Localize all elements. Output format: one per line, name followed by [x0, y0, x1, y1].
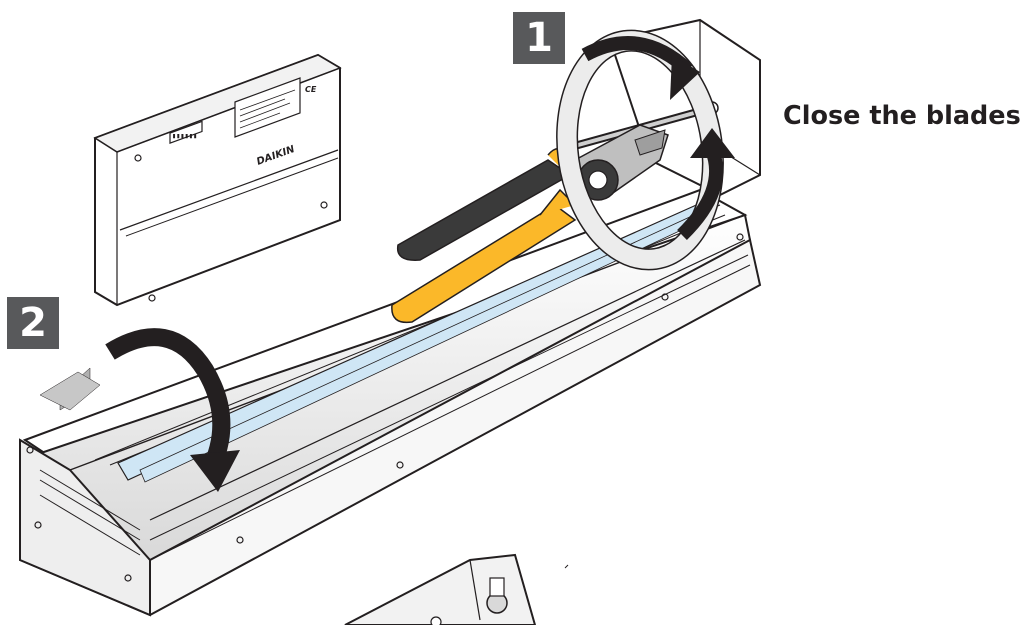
- svg-text:▮▮▮▮▮▮: ▮▮▮▮▮▮: [172, 132, 197, 140]
- controller-box: ▮▮▮▮▮▮ CE DAIKIN: [93, 53, 342, 307]
- step-1-badge: 1: [513, 12, 565, 64]
- rating-label: CE: [234, 77, 317, 138]
- rotate-clockwise-arrow-icon: [581, 36, 735, 241]
- rotate-counterclockwise-arrow-icon: [39, 328, 240, 492]
- ce-mark: CE: [305, 85, 317, 94]
- step-2-badge: 2: [7, 297, 59, 349]
- instruction-text: Close the blades: [783, 101, 1021, 131]
- dip-switch-block: ▮▮▮▮▮▮: [169, 120, 203, 144]
- lower-component-partial: [344, 553, 569, 625]
- pliers-icon: [391, 124, 669, 324]
